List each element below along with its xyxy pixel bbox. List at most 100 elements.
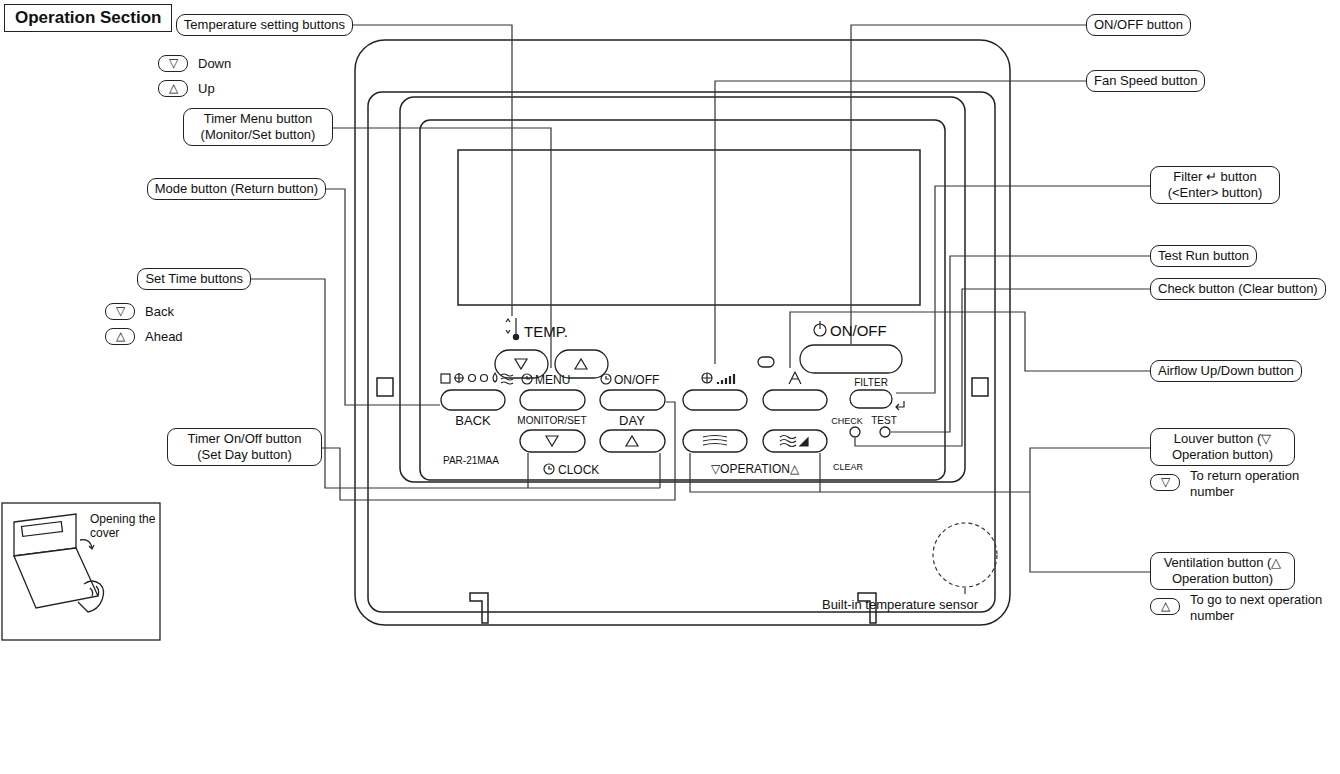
leader-line <box>690 453 1030 492</box>
button-glyph <box>800 438 808 446</box>
label-text: Up <box>198 81 215 97</box>
cover-inset <box>90 586 99 596</box>
button-key: △ <box>105 328 135 345</box>
label-text: To return operation number <box>1190 468 1330 499</box>
title-text: Operation Section <box>15 8 161 27</box>
callout-text: Test Run button <box>1158 248 1249 264</box>
button-glyph <box>896 401 904 410</box>
callout-text: Ventilation button (△ Operation button) <box>1158 555 1287 587</box>
sensor-marker <box>933 523 997 587</box>
label-text: Back <box>145 304 174 320</box>
key-symbol: ▽ <box>106 304 134 318</box>
button-glyph <box>575 359 587 369</box>
button-key: ▽ <box>105 303 135 320</box>
leader-line <box>251 25 1150 572</box>
button <box>763 430 827 452</box>
button-glyph <box>544 464 554 474</box>
button-glyph <box>506 319 510 333</box>
button-glyph <box>789 372 801 384</box>
callout-box: Check button (Clear button) <box>1150 278 1326 300</box>
label-text: Opening the cover <box>90 512 156 541</box>
callout-box: Fan Speed button <box>1086 70 1205 92</box>
label-text: BACK <box>455 413 490 429</box>
button <box>763 390 827 410</box>
leader-line <box>527 453 528 488</box>
leader-line <box>333 128 551 368</box>
button <box>520 390 585 410</box>
button-glyph <box>606 376 609 379</box>
callout-text: Set Time buttons <box>145 271 243 287</box>
sensor-marker <box>964 588 965 594</box>
button-glyph <box>454 373 464 383</box>
callout-text: Timer Menu button (Monitor/Set button) <box>191 111 325 143</box>
button <box>520 430 585 452</box>
callout-box: Airflow Up/Down button <box>1150 360 1302 382</box>
cover-inset <box>89 545 94 549</box>
button <box>800 345 902 373</box>
button <box>880 427 890 437</box>
controller-body <box>972 378 988 396</box>
callout-box: Mode button (Return button) <box>147 178 326 200</box>
label-text: ON/OFF <box>614 373 659 387</box>
label-text: CLOCK <box>558 463 599 477</box>
leader-line <box>353 25 512 316</box>
button <box>441 345 902 452</box>
callout-text: Airflow Up/Down button <box>1158 363 1294 379</box>
label-text: Ahead <box>145 329 183 345</box>
label-text: FILTER <box>854 377 888 389</box>
button <box>850 427 860 437</box>
button-glyph <box>441 318 904 474</box>
button <box>600 390 665 410</box>
callout-text: Fan Speed button <box>1094 73 1197 89</box>
button-glyph <box>469 375 476 382</box>
callout-text: Timer On/Off button (Set Day button) <box>175 431 314 463</box>
cover-inset <box>2 503 160 640</box>
key-symbol: ▽ <box>1151 475 1179 489</box>
label-text: To go to next operation number <box>1190 592 1332 623</box>
label-text: TEST <box>871 415 897 427</box>
label-text: Built-in temperature sensor <box>822 597 978 613</box>
button-glyph <box>441 374 450 383</box>
label-text: CHECK <box>831 416 863 427</box>
key-symbol: △ <box>159 81 187 95</box>
label-text: Down <box>198 56 231 72</box>
callout-box: Set Time buttons <box>137 268 251 290</box>
button-glyph <box>601 374 611 384</box>
callout-box: Ventilation button (△ Operation button) <box>1150 552 1295 590</box>
button-glyph <box>455 374 463 382</box>
button-glyph <box>481 375 488 382</box>
button-key: △ <box>1150 598 1180 615</box>
button-glyph <box>515 359 527 369</box>
leader-line <box>790 312 1150 371</box>
leader-line <box>819 453 820 492</box>
button <box>600 430 665 452</box>
controller-body <box>377 378 393 396</box>
callout-box: Louver button (▽ Operation button) <box>1150 428 1295 466</box>
button-glyph <box>546 436 558 446</box>
button-key: ▽ <box>158 55 188 72</box>
button-key: △ <box>158 80 188 97</box>
key-symbol: ▽ <box>159 56 187 70</box>
callout-text: Check button (Clear button) <box>1158 281 1318 297</box>
label-text: DAY <box>619 413 645 429</box>
button <box>850 390 892 408</box>
button-glyph <box>626 436 638 446</box>
leader-line <box>1030 448 1150 572</box>
cover-inset <box>14 548 98 608</box>
cover-inset <box>2 503 160 640</box>
cover-inset <box>22 522 63 537</box>
button-glyph <box>501 374 513 384</box>
key-symbol: △ <box>106 329 134 343</box>
label-text: PAR-21MAA <box>443 455 499 467</box>
leader-line <box>659 453 660 488</box>
controller-body <box>368 92 995 612</box>
button-glyph <box>702 373 712 383</box>
callout-box: ON/OFF button <box>1086 14 1191 36</box>
button-glyph <box>819 321 820 329</box>
callout-text: ON/OFF button <box>1094 17 1183 33</box>
sensor-marker <box>933 523 997 594</box>
callout-box: Test Run button <box>1150 245 1257 267</box>
controller-body <box>470 593 488 623</box>
callout-text: Temperature setting buttons <box>184 17 345 33</box>
button-glyph <box>527 376 530 379</box>
